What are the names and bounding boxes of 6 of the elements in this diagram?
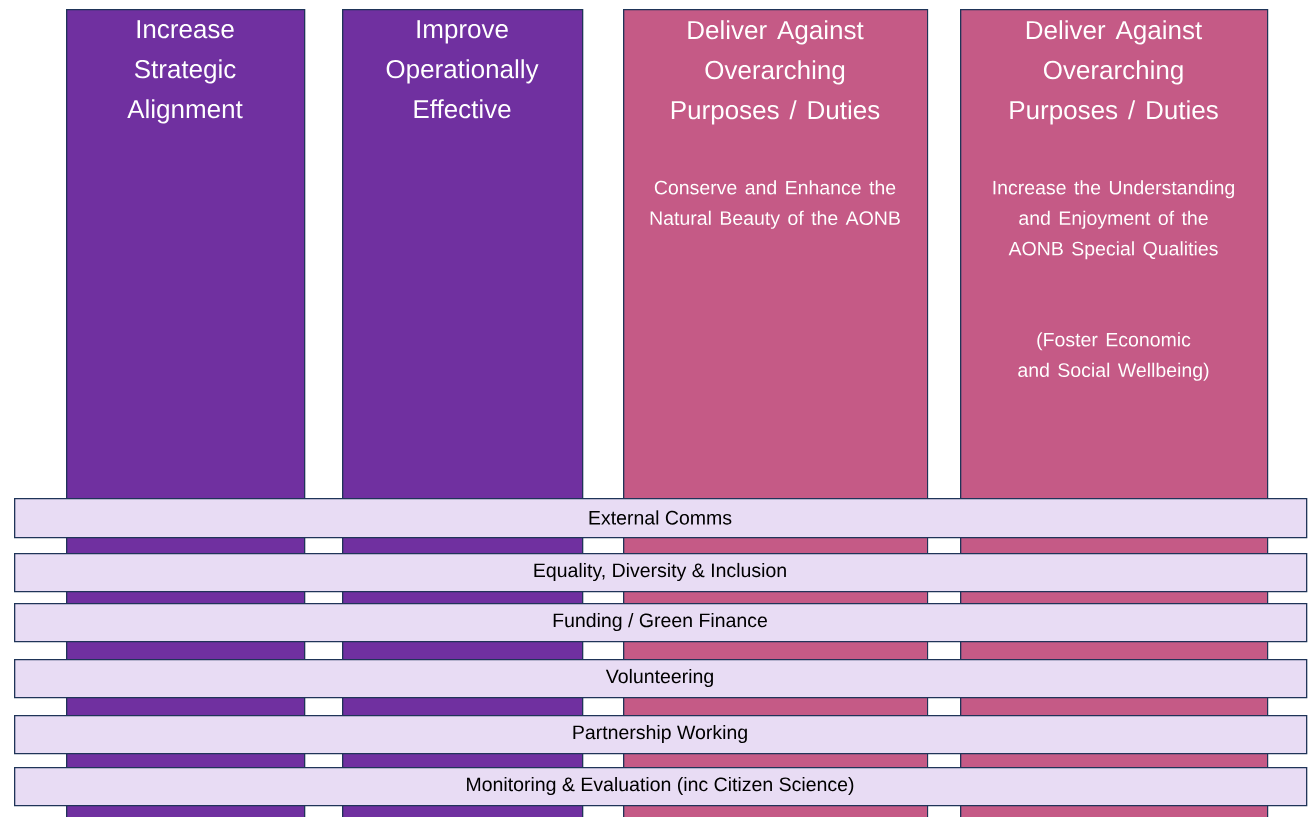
band-box: Partnership Working <box>14 715 1308 755</box>
band-box: Monitoring & Evaluation (inc Citizen Science) <box>14 767 1308 807</box>
band-box: External Comms <box>14 498 1308 539</box>
band-box: Volunteering <box>14 659 1308 699</box>
band-box: Equality, Diversity & Inclusion <box>14 553 1308 593</box>
band-box: Funding / Green Finance <box>14 603 1308 643</box>
